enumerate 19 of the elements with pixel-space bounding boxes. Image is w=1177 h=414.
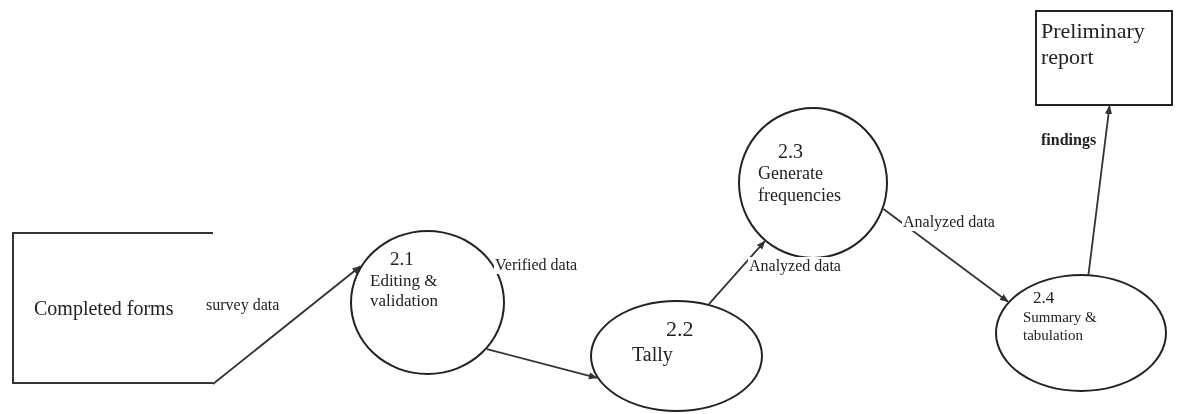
- arrow: [708, 240, 766, 305]
- process-number: 2.1: [390, 248, 414, 271]
- process-number: 2.2: [666, 316, 694, 343]
- external-entity-box: [1035, 10, 1173, 106]
- node-label: Completed forms: [34, 296, 174, 320]
- edge-label: findings: [1040, 131, 1098, 149]
- node-label: Tally: [632, 342, 673, 367]
- node-label: Summary & tabulation: [1023, 308, 1098, 345]
- arrow: [1087, 105, 1113, 276]
- process-number: 2.3: [778, 139, 803, 163]
- edge-label: Analyzed data: [748, 257, 842, 275]
- edge-label: Analyzed data: [902, 213, 996, 231]
- node-label: Generate frequencies: [758, 163, 842, 207]
- process-number: 2.4: [1033, 288, 1055, 309]
- node-label: Editing & validation: [370, 270, 439, 312]
- arrow: [882, 208, 1009, 303]
- node-label: Preliminary report: [1041, 18, 1146, 72]
- edge-label: survey data: [205, 296, 281, 314]
- edge-label: Verified data: [494, 256, 579, 274]
